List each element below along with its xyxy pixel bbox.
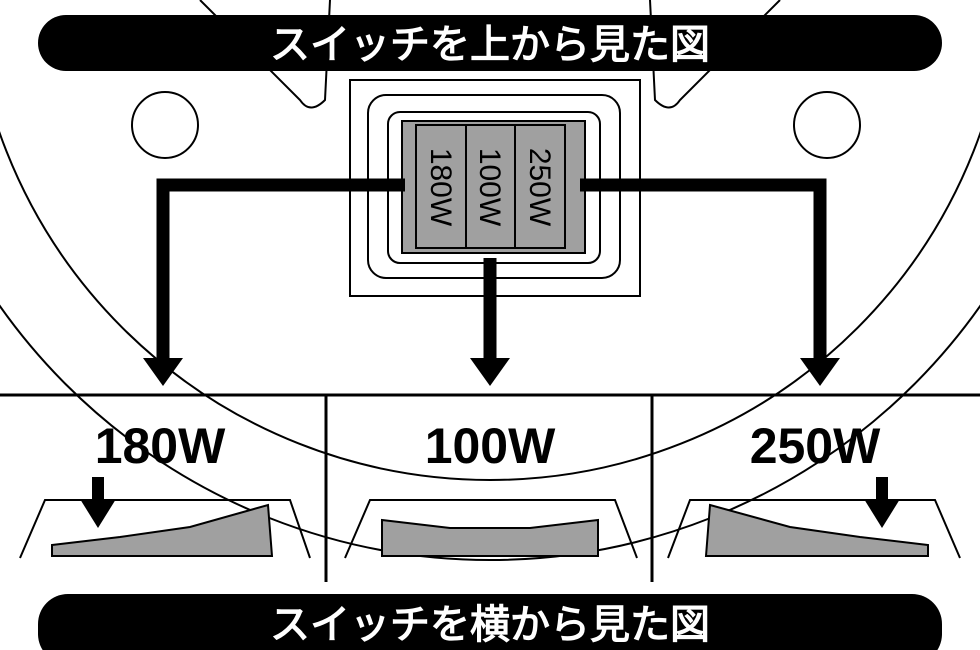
arrow-250w: [580, 178, 827, 360]
side-label-250w: 250W: [750, 418, 881, 474]
side-view-100w: 100W: [344, 418, 638, 559]
switch-label-180w: 180W: [424, 148, 457, 227]
press-arrow-icon: [80, 499, 116, 528]
switch-label-100w: 100W: [473, 148, 506, 227]
switch-segment-180w: [415, 124, 467, 249]
top-view-banner: スイッチを上から見た図: [38, 15, 942, 71]
section-dividers: [0, 393, 980, 582]
side-view-180w: 180W: [19, 418, 311, 559]
side-view-banner: スイッチを横から見た図: [38, 594, 942, 650]
screw-hole-left: [131, 91, 199, 159]
side-label-100w: 100W: [425, 418, 556, 474]
side-view-title: スイッチを横から見た図: [270, 602, 710, 648]
pointer-arrows: [143, 178, 840, 386]
top-view-title: スイッチを上から見た図: [270, 22, 710, 68]
switch-segment-250w: [514, 124, 566, 249]
switch-segment-100w: [465, 124, 516, 249]
side-label-180w: 180W: [95, 418, 226, 474]
side-view-250w: 250W: [667, 418, 961, 559]
arrow-180w: [156, 178, 405, 360]
screw-hole-right: [793, 91, 861, 159]
switch-label-250w: 250W: [523, 148, 556, 227]
press-arrow-icon: [864, 499, 900, 528]
switch-top-view: 180W 100W 250W: [367, 94, 621, 279]
